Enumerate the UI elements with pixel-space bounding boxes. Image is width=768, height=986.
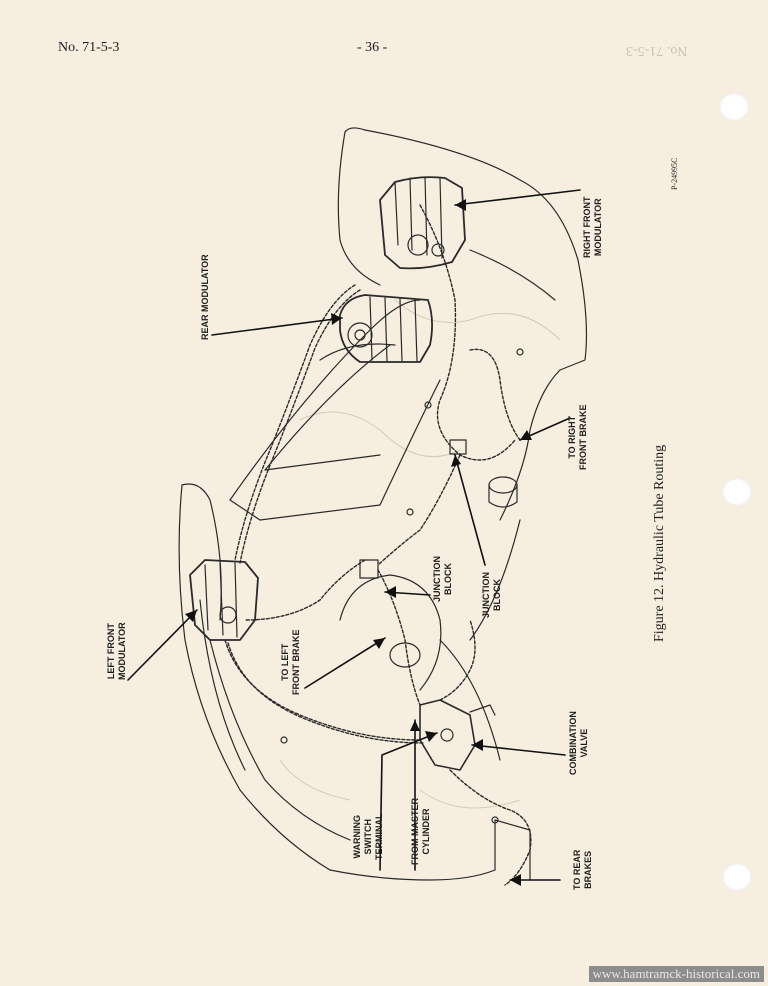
label-rear-modulator: REAR MODULATOR	[200, 254, 210, 340]
label-junction-block-1: JUNCTION BLOCK	[432, 555, 453, 602]
figure-id-code: P-24995C	[670, 157, 679, 190]
label-right-front-modulator: RIGHT FRONT MODULATOR	[582, 196, 603, 259]
document-number: No. 71-5-3	[58, 40, 120, 55]
label-to-rear-brakes: TO REAR BRAKES	[572, 849, 593, 890]
website-watermark: www.hamtramck-historical.com	[588, 966, 764, 982]
label-to-left-front-brake: TO LEFT FRONT BRAKE	[280, 629, 301, 696]
label-junction-block-2: JUNCTION BLOCK	[481, 571, 502, 618]
punch-hole-middle	[722, 478, 752, 506]
label-left-front-modulator: LEFT FRONT MODULATOR	[106, 622, 127, 680]
punch-hole-top	[719, 93, 749, 121]
page-number: - 36 -	[357, 40, 388, 55]
label-warning-switch-terminal: WARNING SWITCH TERMINAL	[352, 813, 384, 861]
label-from-master-cylinder: FROM MASTER CYLINDER	[410, 798, 431, 865]
figure-caption: Figure 12. Hydraulic Tube Routing	[652, 444, 667, 642]
label-combination-valve: COMBINATION VALVE	[568, 711, 589, 775]
punch-hole-bottom	[722, 863, 752, 891]
label-to-right-front-brake: TO RIGHT FRONT BRAKE	[567, 404, 588, 471]
